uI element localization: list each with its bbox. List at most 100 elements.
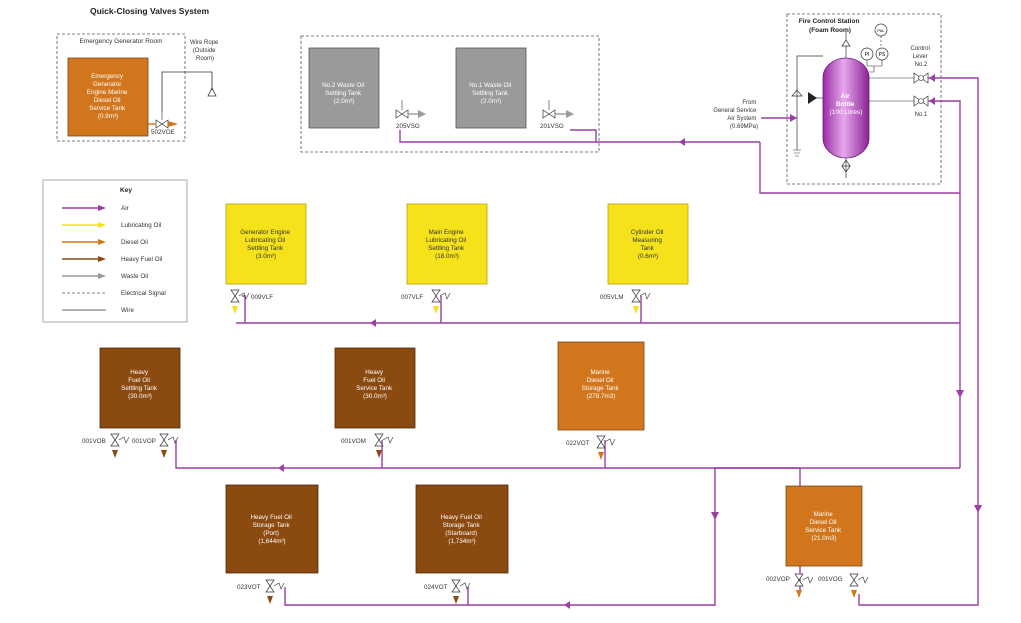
tank-cyl-oil-measuring-label: Cylinder Oil Measuring Tank (0.6m³) bbox=[631, 229, 665, 260]
valve-502VOE-icon bbox=[155, 119, 169, 129]
valve-symbols bbox=[110, 109, 859, 593]
tank-no1-waste-oil[interactable] bbox=[455, 47, 527, 129]
lever-tubing bbox=[869, 77, 914, 102]
valve-205VSG-icon bbox=[395, 109, 409, 119]
valve-001VOP-icon bbox=[159, 433, 169, 447]
valve-024VOT-icon bbox=[451, 579, 461, 593]
control-lever-no2-valve-icon[interactable] bbox=[913, 72, 929, 84]
valve-201VSG-label: 201VSG bbox=[540, 123, 564, 130]
svg-text:Electrical Signal: Electrical Signal bbox=[121, 290, 166, 297]
valve-001VOM-label: 001VOM bbox=[341, 438, 366, 445]
valve-001VOG-icon bbox=[849, 573, 859, 587]
valve-001VOG-label: 001VOG bbox=[818, 576, 843, 583]
valve-001VOM-icon bbox=[374, 433, 384, 447]
valve-024VOT-label: 024VOT bbox=[424, 584, 448, 591]
valve-022VOT-icon bbox=[596, 435, 606, 449]
tank-ge-lo-settling[interactable] bbox=[225, 203, 307, 285]
supply-tubing bbox=[796, 55, 823, 118]
valve-022VOT-label: 022VOT bbox=[566, 440, 590, 447]
control-lever-no1-valve-icon[interactable] bbox=[913, 95, 929, 107]
valve-023VOT-icon bbox=[265, 579, 275, 593]
wire-rope-line bbox=[161, 71, 213, 112]
valve-001VOP-label: 001VOP bbox=[132, 438, 156, 445]
svg-text:Waste Oil: Waste Oil bbox=[121, 273, 148, 280]
legend-item-lube-oil: Lubricating Oil bbox=[62, 222, 161, 229]
vent-icon bbox=[793, 149, 801, 157]
legend-title: Key bbox=[120, 187, 132, 194]
wire-rope-label: Wire Rope (Outside Room) bbox=[190, 40, 220, 62]
tank-emergency-generator-do[interactable] bbox=[67, 57, 149, 137]
oil-outlet-arrows bbox=[112, 110, 857, 604]
svg-text:Wire: Wire bbox=[121, 307, 134, 314]
diagram-title: Quick-Closing Valves System bbox=[90, 6, 209, 16]
check-valve-icon bbox=[808, 92, 817, 104]
pressure-valve-icon bbox=[791, 89, 803, 97]
tank-hfo-storage-stbd-label: Heavy Fuel Oil Storage Tank (Starboard) … bbox=[440, 514, 483, 545]
valve-002VOP-icon bbox=[794, 573, 804, 587]
fire-control-station-label: Fire Control Station (Foam Room) bbox=[799, 18, 861, 34]
tank-hfo-service[interactable] bbox=[334, 347, 416, 429]
pi-label: PI bbox=[865, 52, 870, 58]
valve-007VLF-icon bbox=[431, 289, 441, 303]
valve-001VOB-icon bbox=[110, 433, 120, 447]
valve-002VOP-label: 002VOP bbox=[766, 576, 790, 583]
tank-hfo-storage-port[interactable] bbox=[225, 484, 319, 574]
valve-201VSG-icon bbox=[542, 109, 556, 119]
valve-005VLM-label: 005VLM bbox=[600, 294, 623, 301]
legend-item-waste-oil: Waste Oil bbox=[62, 273, 148, 280]
valve-actuators bbox=[118, 100, 869, 590]
svg-text:Heavy Fuel Oil: Heavy Fuel Oil bbox=[121, 256, 162, 263]
tank-no2-waste-oil[interactable] bbox=[308, 47, 380, 129]
control-lever-label: Control Lever No.2 bbox=[910, 46, 931, 68]
tank-hfo-storage-port-label: Heavy Fuel Oil Storage Tank (Port) (1,64… bbox=[250, 514, 293, 545]
svg-text:Diesel Oil: Diesel Oil bbox=[121, 239, 148, 246]
valve-001VOB-label: 001VOB bbox=[82, 438, 106, 445]
waste-oil-tanks-box bbox=[300, 35, 600, 153]
tank-cyl-oil-measuring[interactable] bbox=[607, 203, 689, 285]
air-bottle-label: Air Bottle (100 Litres) bbox=[830, 93, 863, 116]
tank-me-lo-settling[interactable] bbox=[406, 203, 488, 285]
tank-mdo-storage-label: Marine Diesel Oil Storage Tank (278.7m3) bbox=[582, 369, 621, 400]
valve-009VLF-label: 009VLF bbox=[251, 294, 273, 301]
tank-hfo-settling[interactable] bbox=[99, 347, 181, 429]
tank-ge-lo-settling-label: Generator Engine Lubricating Oil Settlin… bbox=[240, 229, 291, 260]
svg-text:Lubricating Oil: Lubricating Oil bbox=[121, 222, 161, 229]
air-lines bbox=[175, 77, 979, 606]
legend-item-air: Air bbox=[62, 205, 129, 212]
legend-item-diesel-oil: Diesel Oil bbox=[62, 239, 148, 246]
tank-emergency-generator-do-label: Emergency Generator Engine Marine Diesel… bbox=[87, 73, 129, 120]
tank-mdo-service-label: Marine Diesel Oil Service Tank (21.0m3) bbox=[805, 511, 843, 542]
tank-mdo-service[interactable] bbox=[785, 485, 863, 567]
emergency-generator-room-box bbox=[56, 33, 186, 142]
valve-023VOT-label: 023VOT bbox=[237, 584, 261, 591]
valve-205VSG-label: 205VSG bbox=[396, 123, 420, 130]
tank-hfo-service-label: Heavy Fuel Oil Service Tank (30.0m³) bbox=[356, 369, 394, 400]
ps-label: PS bbox=[879, 52, 886, 58]
valve-005VLM-icon bbox=[631, 289, 641, 303]
emergency-generator-room-label: Emergency Generator Room bbox=[79, 38, 162, 45]
legend-item-electrical: Electrical Signal bbox=[62, 290, 166, 297]
tank-hfo-settling-label: Heavy Fuel Oil Settling Tank (30.0m³) bbox=[121, 369, 159, 400]
pal-label: PAL bbox=[877, 28, 885, 33]
fire-control-station-box bbox=[786, 13, 942, 185]
svg-text:Air: Air bbox=[121, 205, 129, 212]
tank-no2-waste-oil-label: No.2 Waste Oil Settling Tank (2.0m³) bbox=[322, 82, 366, 105]
wire-rope-pull-icon bbox=[207, 87, 217, 97]
bottle-drain-valve-icon bbox=[841, 158, 851, 178]
control-lever-no1-label: No.1 bbox=[915, 112, 928, 118]
legend-box bbox=[42, 179, 188, 323]
legend-item-wire: Wire bbox=[62, 307, 134, 314]
valve-labels: 502VOE 205VSG 201VSG 009VLF 007VLF 005VL… bbox=[82, 123, 843, 591]
air-bottle bbox=[822, 57, 870, 159]
valve-009VLF-icon bbox=[230, 289, 240, 303]
tank-hfo-storage-stbd[interactable] bbox=[415, 484, 509, 574]
instrument-tubing bbox=[866, 60, 883, 73]
service-air-label: From General Service Air System (0.69MPa… bbox=[713, 100, 758, 130]
valve-502VOE-label: 502VOE bbox=[151, 129, 175, 136]
tank-mdo-storage[interactable] bbox=[557, 341, 645, 431]
tank-me-lo-settling-label: Main Engine Lubricating Oil Settling Tan… bbox=[426, 229, 468, 260]
tank-no1-waste-oil-label: No.1 Waste Oil Settling Tank (2.0m³) bbox=[469, 82, 513, 105]
legend-item-hfo: Heavy Fuel Oil bbox=[62, 256, 162, 263]
valve-007VLF-label: 007VLF bbox=[401, 294, 423, 301]
